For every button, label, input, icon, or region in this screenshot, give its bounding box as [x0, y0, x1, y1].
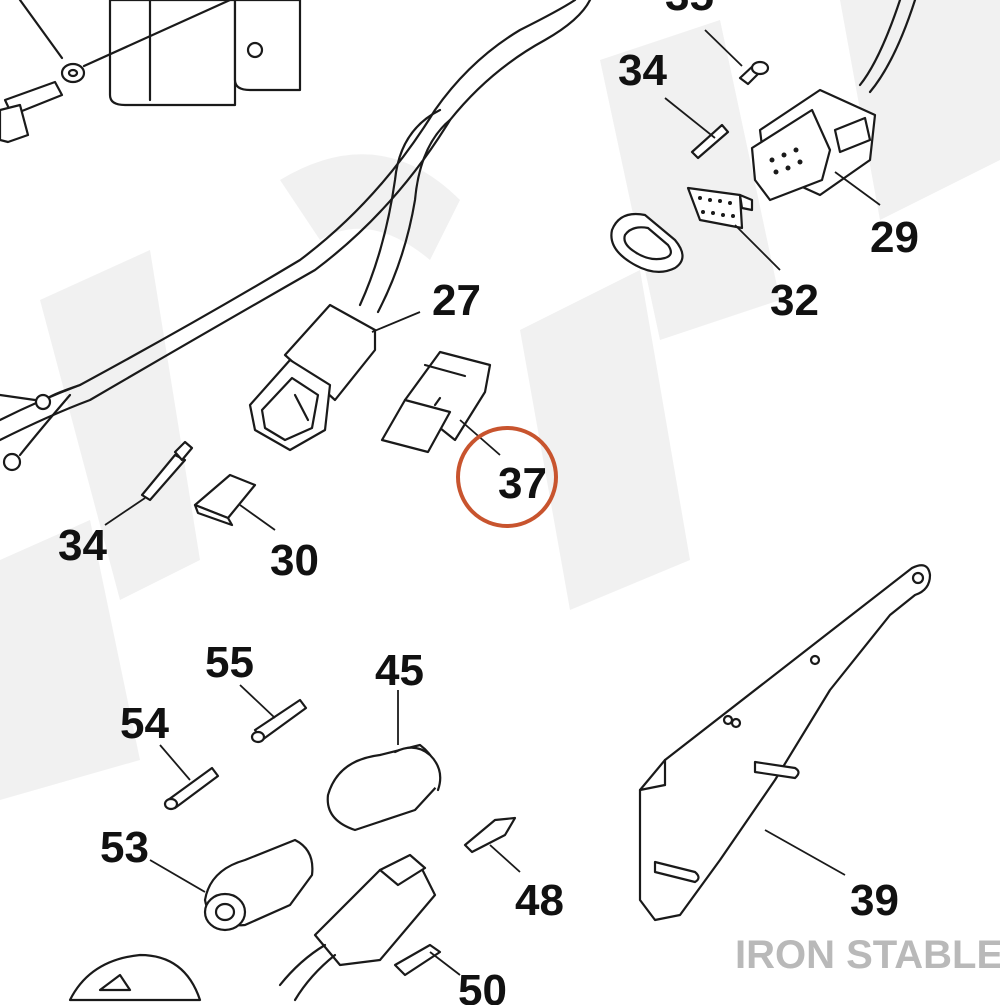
terminal-34-top	[664, 97, 730, 160]
callout-labels: 35 34 29 32 27 37 34 30 55 45 54 53 48 3…	[58, 0, 919, 1005]
background-watermark-shapes	[0, 0, 1000, 800]
pin-54	[159, 744, 220, 811]
callout-45: 45	[375, 646, 424, 695]
bracket-39	[638, 564, 932, 922]
callout-27: 27	[432, 276, 481, 325]
screw-35	[704, 29, 770, 86]
wiring-harness	[0, 0, 592, 472]
connector-29	[750, 0, 917, 206]
boot-53	[149, 838, 314, 932]
callout-48: 48	[515, 876, 564, 925]
terminal-lock-32	[686, 186, 781, 271]
callout-29: 29	[870, 213, 919, 262]
callout-37: 37	[498, 459, 547, 508]
terminal-34-left	[104, 440, 194, 526]
round-housing	[68, 953, 202, 1002]
connector-27	[248, 303, 421, 452]
watermark-text: IRON STABLE	[735, 933, 1000, 977]
grommet-seal	[610, 212, 684, 273]
terminal-48	[463, 816, 521, 873]
callout-54: 54	[120, 699, 169, 748]
callout-34-left: 34	[58, 521, 107, 570]
mounting-bolt	[0, 0, 64, 144]
highlight-circle	[456, 426, 558, 528]
regulator-module	[108, 0, 302, 107]
washer	[60, 0, 232, 84]
callout-30: 30	[270, 536, 319, 585]
wedge-lock-37	[380, 350, 501, 456]
pin-55	[239, 684, 308, 744]
callout-50: 50	[458, 966, 507, 1005]
boot-45	[326, 690, 442, 832]
connector-bottom	[278, 853, 437, 1002]
callout-35: 35	[665, 0, 714, 20]
terminal-50	[393, 943, 461, 977]
secondary-lock-30	[193, 473, 276, 531]
callout-39: 39	[850, 876, 899, 925]
callout-34-top: 34	[618, 46, 667, 95]
callout-32: 32	[770, 276, 819, 325]
callout-55: 55	[205, 638, 254, 687]
callout-53: 53	[100, 823, 149, 872]
